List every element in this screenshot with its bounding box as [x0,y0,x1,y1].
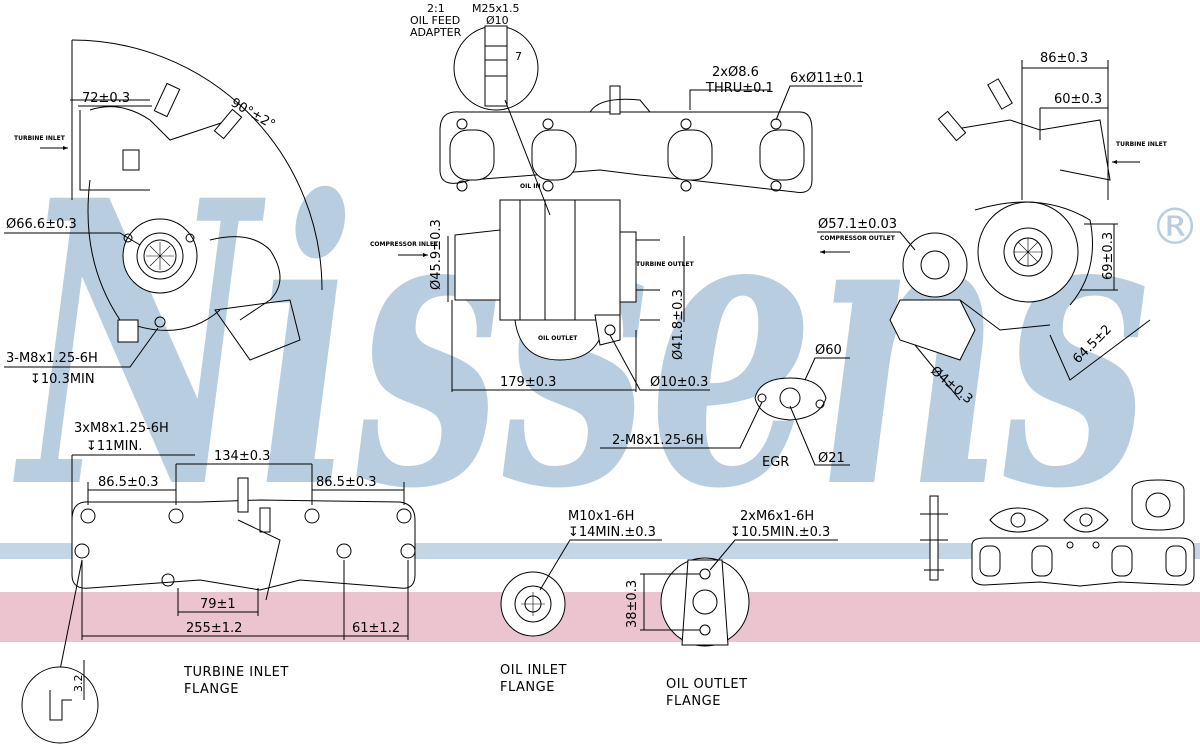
holes-8-6-thru: THRU±0.1 [705,81,774,96]
dim-86: 86±0.3 [1040,51,1088,66]
oil-inlet-depth: ↧14MIN.±0.3 [568,525,656,540]
turbine-inlet-caption-1: TURBINE INLET [183,665,289,680]
egr-d21: Ø21 [818,451,845,466]
dim-72: 72±0.3 [82,91,130,106]
egr-thread: 2-M8x1.25-6H [612,433,704,448]
oil-feed-label: OIL FEED [410,14,460,27]
turbine-inlet-label-right: TURBINE INLET [1116,141,1168,148]
turbine-outlet-label: TURBINE OUTLET [636,261,695,268]
dim-61: 61±1.2 [352,621,400,636]
egr-d60: Ø60 [815,343,842,358]
dim-10-oil: Ø10±0.3 [650,375,708,390]
dim-7: 7 [515,50,522,63]
watermark-band-pink [0,592,1200,642]
holes-11: 6xØ11±0.1 [790,71,864,86]
turbine-inlet-caption-2: FLANGE [184,682,239,697]
gasket-set [920,479,1195,587]
oil-feed-ratio: 2:1 [427,2,445,15]
oil-in-label: OIL IN [520,183,541,190]
dim-69: 69±0.3 [1101,232,1116,280]
flange-depth: ↧11MIN. [86,439,142,454]
oil-inlet-thread: M10x1-6H [568,509,634,524]
oil-outlet-label: OIL OUTLET [538,335,578,342]
oil-outlet-depth: ↧10.5MIN.±0.3 [730,525,830,540]
turbine-inlet-label-left: TURBINE INLET [14,135,66,142]
oil-outlet-thread: 2xM6x1-6H [740,509,814,524]
egr-flange: Ø60 2-M8x1.25-6H EGR Ø21 [600,343,850,470]
dim-41-8: Ø41.8±0.3 [671,289,686,360]
depth-10-3: ↧10.3MIN [30,372,95,387]
registered-mark: ® [1150,198,1200,256]
egr-label: EGR [762,455,789,470]
dim-86-5-left: 86.5±0.3 [98,475,159,490]
dim-38: 38±0.3 [625,580,640,628]
flange-thread: 3xM8x1.25-6H [74,421,169,436]
turbo-front-view-center: 2:1 OIL FEED ADAPTER M25x1.5 Ø10 7 2xØ8.… [370,2,864,392]
holes-8-6: 2xØ8.6 [712,65,759,80]
oil-outlet-caption-1: OIL OUTLET [666,677,748,692]
dim-255: 255±1.2 [186,621,242,636]
dim-79: 79±1 [200,597,236,612]
dim-86-5-right: 86.5±0.3 [316,475,377,490]
oil-feed-adapter: ADAPTER [410,26,462,39]
dim-134: 134±0.3 [214,449,270,464]
turbine-inlet-flange: 3xM8x1.25-6H ↧11MIN. 134±0.3 86.5±0.3 86… [21,421,416,744]
dim-60-right: 60±0.3 [1054,92,1102,107]
thread-3-m8: 3-M8x1.25-6H [6,351,98,366]
dim-66-6: Ø66.6±0.3 [6,217,77,232]
compressor-outlet-label: COMPRESSOR OUTLET [820,235,896,242]
oil-inlet-caption-1: OIL INLET [500,663,567,678]
dim-d10-adapter: Ø10 [486,14,509,27]
dim-57-1: Ø57.1±0.03 [818,217,897,232]
oil-outlet-flange: 38±0.3 2xM6x1-6H ↧10.5MIN.±0.3 OIL OUTLE… [625,509,838,709]
dim-179: 179±0.3 [500,375,556,390]
turbo-side-view-right: 86±0.3 60±0.3 TURBINE INLET 69±0.3 Ø57.1… [817,51,1168,407]
oil-outlet-caption-2: FLANGE [666,694,721,709]
dim-m25: M25x1.5 [472,2,520,15]
oil-inlet-flange: M10x1-6H ↧14MIN.±0.3 OIL INLET FLANGE [500,509,662,695]
compressor-inlet-label: COMPRESSOR INLET [370,241,439,248]
dim-45-9: Ø45.9±0.3 [429,219,444,290]
oil-inlet-caption-2: FLANGE [500,680,555,695]
dim-3-2: 3.2 [72,675,85,693]
